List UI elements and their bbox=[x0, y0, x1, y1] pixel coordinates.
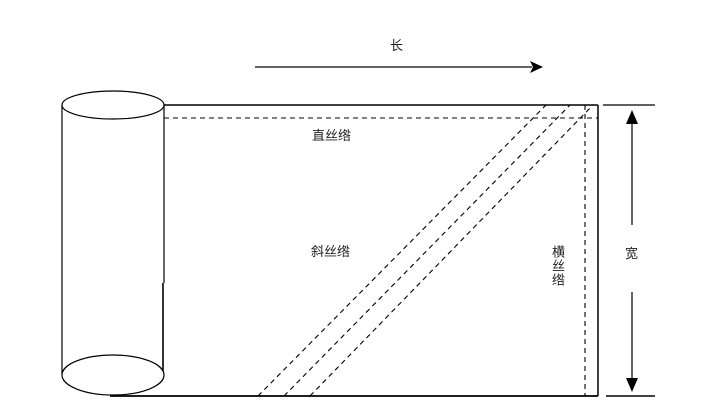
grain-lines bbox=[164, 104, 598, 397]
bias-grain-line bbox=[257, 104, 547, 397]
length-label: 长 bbox=[390, 39, 404, 54]
width-label: 宽 bbox=[625, 247, 639, 262]
cross-grain-label: 横丝绺 bbox=[549, 245, 564, 287]
straight-grain-label: 直丝绺 bbox=[312, 129, 352, 144]
bias-grain-label: 斜丝绺 bbox=[311, 245, 351, 260]
length-arrow bbox=[255, 61, 543, 73]
width-arrow bbox=[603, 104, 655, 397]
fabric-roll bbox=[61, 90, 165, 396]
bias-grain-line bbox=[309, 104, 594, 397]
fabric-sheet bbox=[110, 104, 599, 397]
